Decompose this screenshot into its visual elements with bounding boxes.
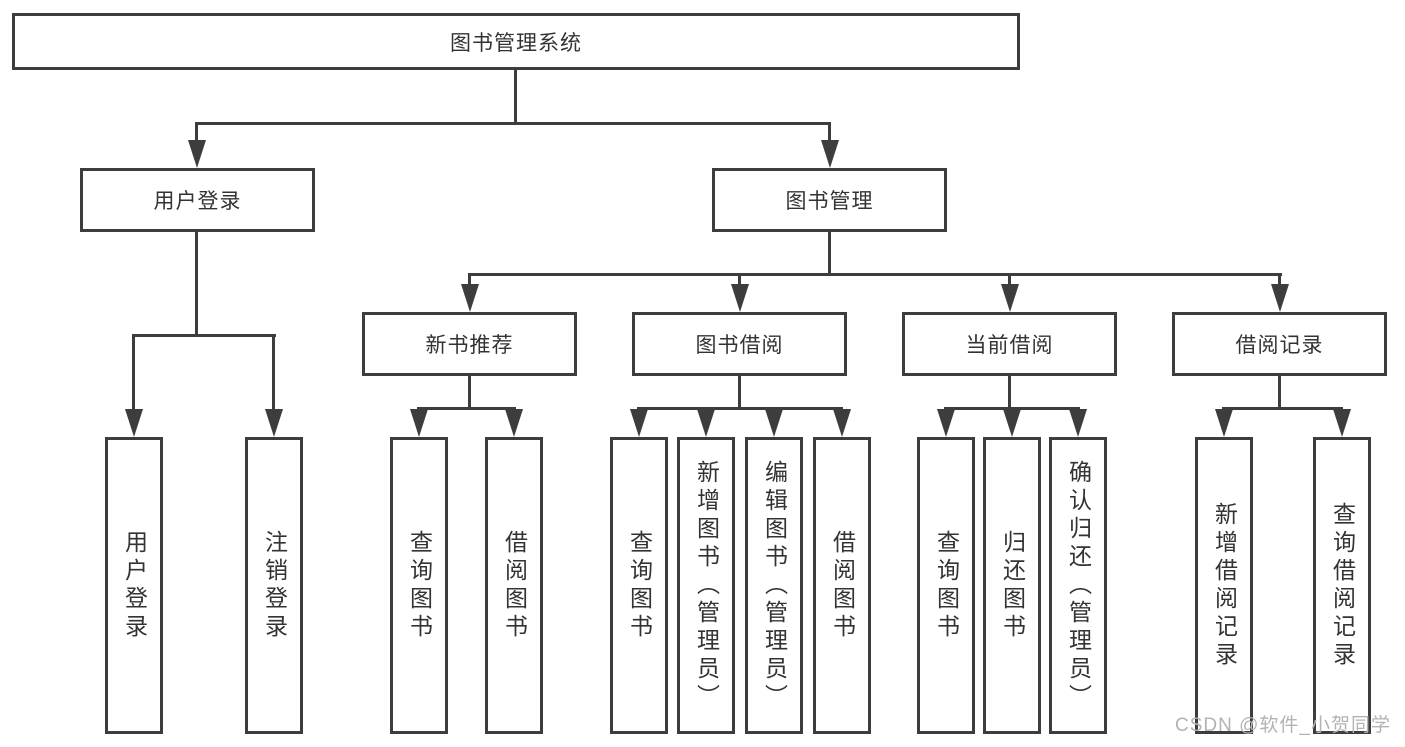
node-user-login-label: 用户登录 xyxy=(153,190,242,213)
leaf-recommend-borrow-books-label: 借阅图书 xyxy=(501,529,528,642)
arrowhead-current-child2 xyxy=(1003,409,1021,437)
leaf-return-books-label: 归还图书 xyxy=(999,529,1026,642)
edge-to-current-stem xyxy=(1008,273,1011,288)
arrowhead-current-child3 xyxy=(1069,409,1087,437)
leaf-borrow-query-books-label: 查询图书 xyxy=(626,529,653,642)
arrowhead-to-borrow xyxy=(731,284,749,312)
edge-borrow-bar xyxy=(637,407,843,410)
edge-mgmt-bar xyxy=(468,273,1282,276)
leaf-edit-books-admin: 编辑图书（管理员） xyxy=(745,437,803,734)
leaf-edit-books-admin-label: 编辑图书（管理员） xyxy=(761,459,788,712)
arrowhead-records-child2 xyxy=(1333,409,1351,437)
leaf-borrow-query-books: 查询图书 xyxy=(610,437,668,734)
arrowhead-to-login xyxy=(188,140,206,168)
node-book-management-label: 图书管理 xyxy=(785,190,874,213)
node-current-borrow: 当前借阅 xyxy=(902,312,1117,376)
leaf-return-books: 归还图书 xyxy=(983,437,1041,734)
edge-login-bar xyxy=(132,334,276,337)
edge-recommend-stem xyxy=(468,376,471,407)
leaf-recommend-query-books-label: 查询图书 xyxy=(406,529,433,642)
leaf-logout-label: 注销登录 xyxy=(261,529,288,642)
arrowhead-borrow-child1 xyxy=(630,409,648,437)
leaf-add-books-admin: 新增图书（管理员） xyxy=(677,437,735,734)
leaf-confirm-return-admin: 确认归还（管理员） xyxy=(1049,437,1107,734)
arrowhead-current-child1 xyxy=(937,409,955,437)
node-current-borrow-label: 当前借阅 xyxy=(965,334,1054,357)
arrowhead-borrow-child3 xyxy=(765,409,783,437)
node-borrow-records-label: 借阅记录 xyxy=(1235,334,1324,357)
edge-login-child1-stem xyxy=(132,334,135,412)
edge-root-bar xyxy=(196,122,831,125)
node-root-system: 图书管理系统 xyxy=(12,13,1020,70)
arrowhead-recommend-child1 xyxy=(410,409,428,437)
edge-recommend-bar xyxy=(417,407,516,410)
arrowhead-to-current xyxy=(1001,284,1019,312)
leaf-confirm-return-admin-label: 确认归还（管理员） xyxy=(1065,459,1092,712)
edge-login-child2-stem xyxy=(272,334,275,412)
leaf-borrow-books-label: 借阅图书 xyxy=(829,529,856,642)
leaf-user-login-label: 用户登录 xyxy=(121,529,148,642)
leaf-recommend-borrow-books: 借阅图书 xyxy=(485,437,543,734)
node-book-borrow-label: 图书借阅 xyxy=(695,334,784,357)
edge-borrow-stem xyxy=(738,376,741,407)
leaf-query-borrow-record-label: 查询借阅记录 xyxy=(1329,501,1356,670)
edge-to-borrow-stem xyxy=(738,273,741,288)
leaf-add-books-admin-label: 新增图书（管理员） xyxy=(693,459,720,712)
edge-records-stem xyxy=(1278,376,1281,407)
leaf-user-login: 用户登录 xyxy=(105,437,163,734)
csdn-watermark: CSDN @软件_小贺同学 xyxy=(1175,715,1391,736)
node-new-book-recommend: 新书推荐 xyxy=(362,312,577,376)
leaf-recommend-query-books: 查询图书 xyxy=(390,437,448,734)
leaf-query-borrow-record: 查询借阅记录 xyxy=(1313,437,1371,734)
node-root-label: 图书管理系统 xyxy=(450,31,582,55)
leaf-current-query-books-label: 查询图书 xyxy=(933,529,960,642)
arrowhead-records-child1 xyxy=(1215,409,1233,437)
edge-to-recommend-stem xyxy=(468,273,471,288)
arrowhead-to-records xyxy=(1271,284,1289,312)
node-new-book-recommend-label: 新书推荐 xyxy=(425,334,514,357)
arrowhead-recommend-child2 xyxy=(505,409,523,437)
leaf-current-query-books: 查询图书 xyxy=(917,437,975,734)
edge-records-bar xyxy=(1222,407,1343,410)
edge-to-login-stem xyxy=(195,122,198,144)
node-book-management: 图书管理 xyxy=(712,168,947,232)
edge-root-stem xyxy=(514,70,517,122)
edge-login-stem xyxy=(195,232,198,334)
edge-to-records-stem xyxy=(1278,273,1281,288)
leaf-logout: 注销登录 xyxy=(245,437,303,734)
edge-mgmt-stem xyxy=(828,232,831,273)
node-book-borrow: 图书借阅 xyxy=(632,312,847,376)
edge-current-stem xyxy=(1008,376,1011,407)
arrowhead-to-recommend xyxy=(461,284,479,312)
arrowhead-borrow-child4 xyxy=(833,409,851,437)
node-borrow-records: 借阅记录 xyxy=(1172,312,1387,376)
leaf-borrow-books: 借阅图书 xyxy=(813,437,871,734)
leaf-add-borrow-record: 新增借阅记录 xyxy=(1195,437,1253,734)
arrowhead-login-child2 xyxy=(265,409,283,437)
leaf-add-borrow-record-label: 新增借阅记录 xyxy=(1211,501,1238,670)
edge-to-mgmt-stem xyxy=(828,122,831,144)
arrowhead-to-mgmt xyxy=(821,140,839,168)
node-user-login: 用户登录 xyxy=(80,168,315,232)
arrowhead-borrow-child2 xyxy=(697,409,715,437)
arrowhead-login-child1 xyxy=(125,409,143,437)
